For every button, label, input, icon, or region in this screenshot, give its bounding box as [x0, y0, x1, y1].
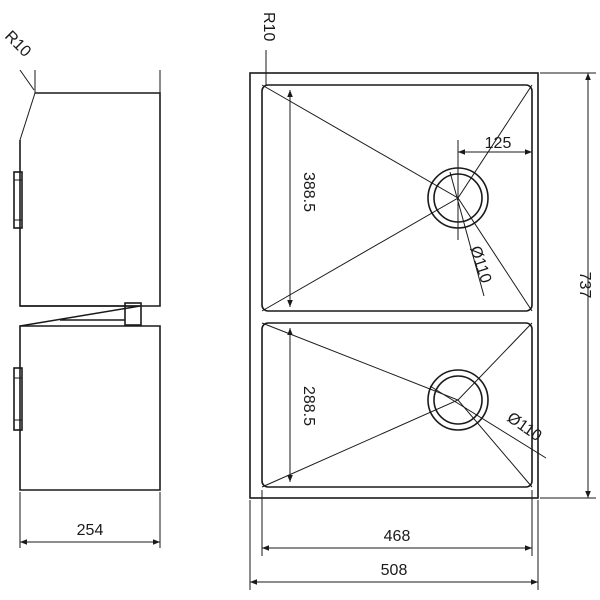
rim-edge: [19, 92, 36, 141]
small-bowl-slope-lines: [261, 322, 533, 488]
side-view-radius-label: R10: [1, 28, 34, 61]
side-view-radius-leader: [19, 69, 35, 91]
side-view-large-bowl-outline: [19, 92, 161, 307]
top-view: R10 388.5 125 Ø110 288.5 Ø110 737 468: [249, 12, 596, 590]
side-view-overflow-fitting: [124, 302, 142, 326]
depth-dimension-label: 254: [77, 522, 104, 539]
side-view-upper-drain: [13, 171, 23, 229]
large-bowl-outline: [261, 84, 533, 312]
inner-width-label: 468: [384, 528, 411, 545]
side-view: R10 254: [1, 28, 161, 548]
outer-width-label: 508: [381, 562, 408, 579]
small-bowl-outline: [261, 322, 533, 488]
large-bowl-length-label: 388.5: [300, 172, 317, 212]
side-view-small-bowl-outline: [19, 325, 161, 491]
small-drain-diameter-leader: [429, 385, 547, 459]
large-drain-diameter-leader: [449, 171, 485, 297]
side-view-lower-drain: [13, 367, 23, 431]
top-view-radius-label: R10: [260, 12, 277, 41]
small-bowl-length-label: 288.5: [300, 386, 317, 426]
top-view-outer-rim: [249, 72, 539, 499]
side-view-bowl-divider: [19, 305, 141, 327]
small-bowl-drain-inner: [433, 375, 483, 425]
small-bowl-drain-outer: [427, 369, 489, 431]
large-drain-diameter-label: Ø110: [466, 244, 494, 285]
overall-length-label: 737: [576, 272, 593, 299]
drain-offset-label: 125: [485, 135, 512, 152]
